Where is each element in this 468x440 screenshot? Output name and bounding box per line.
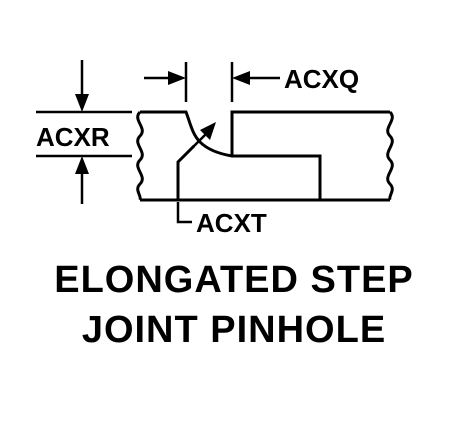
pinhole-arrowhead <box>200 122 216 140</box>
caption-line-2: JOINT PINHOLE <box>82 309 386 351</box>
acxq-arrowhead-right <box>232 71 250 85</box>
acxt-label: ACXT <box>196 208 267 238</box>
step-inner-line <box>176 144 196 200</box>
right-part-outline <box>230 110 390 202</box>
acxt-leader <box>176 202 192 224</box>
left-break-line <box>136 110 144 201</box>
right-break-line <box>386 110 394 201</box>
acxr-label: ACXR <box>36 122 110 152</box>
left-part-outline <box>140 110 322 202</box>
acxr-arrowhead-top <box>75 94 89 112</box>
caption-line-1: ELONGATED STEP <box>54 259 414 301</box>
acxr-arrowhead-bottom <box>75 156 89 174</box>
acxq-arrowhead-left <box>168 71 186 85</box>
acxq-label: ACXQ <box>284 64 359 94</box>
